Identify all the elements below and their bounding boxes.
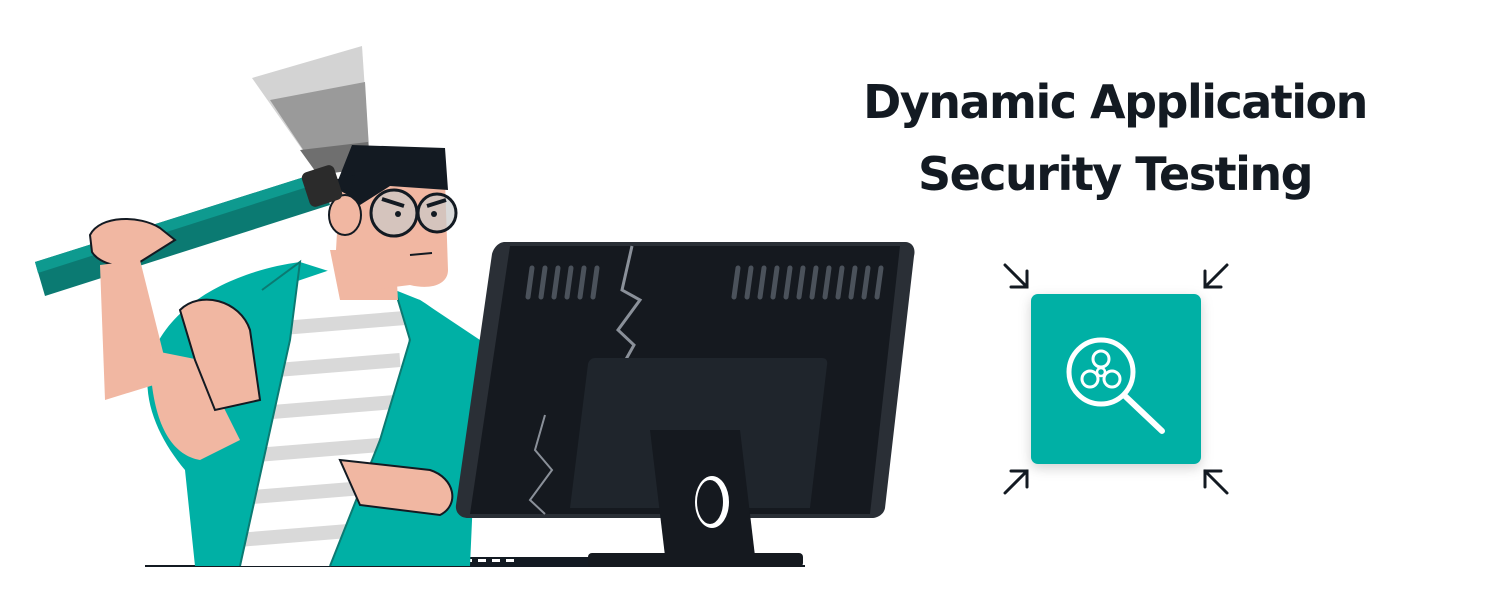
person [35, 145, 480, 567]
hacker-illustration [35, 46, 915, 567]
title-line-1: Dynamic Application [863, 75, 1368, 129]
arrow-in-bottom-left-icon [1003, 469, 1029, 495]
title-line-2: Security Testing [917, 147, 1314, 201]
arrow-in-bottom-right-icon [1203, 469, 1229, 495]
biohazard-magnifier-icon [1066, 337, 1165, 434]
broken-monitor [455, 242, 915, 567]
keyboard [345, 557, 605, 565]
page-title: Dynamic Application Security Testing [820, 66, 1410, 210]
arrow-in-top-left-icon [1003, 263, 1029, 289]
arrow-in-top-right-icon [1203, 263, 1229, 289]
badge-tile [1031, 294, 1201, 464]
dast-badge [1003, 263, 1229, 495]
